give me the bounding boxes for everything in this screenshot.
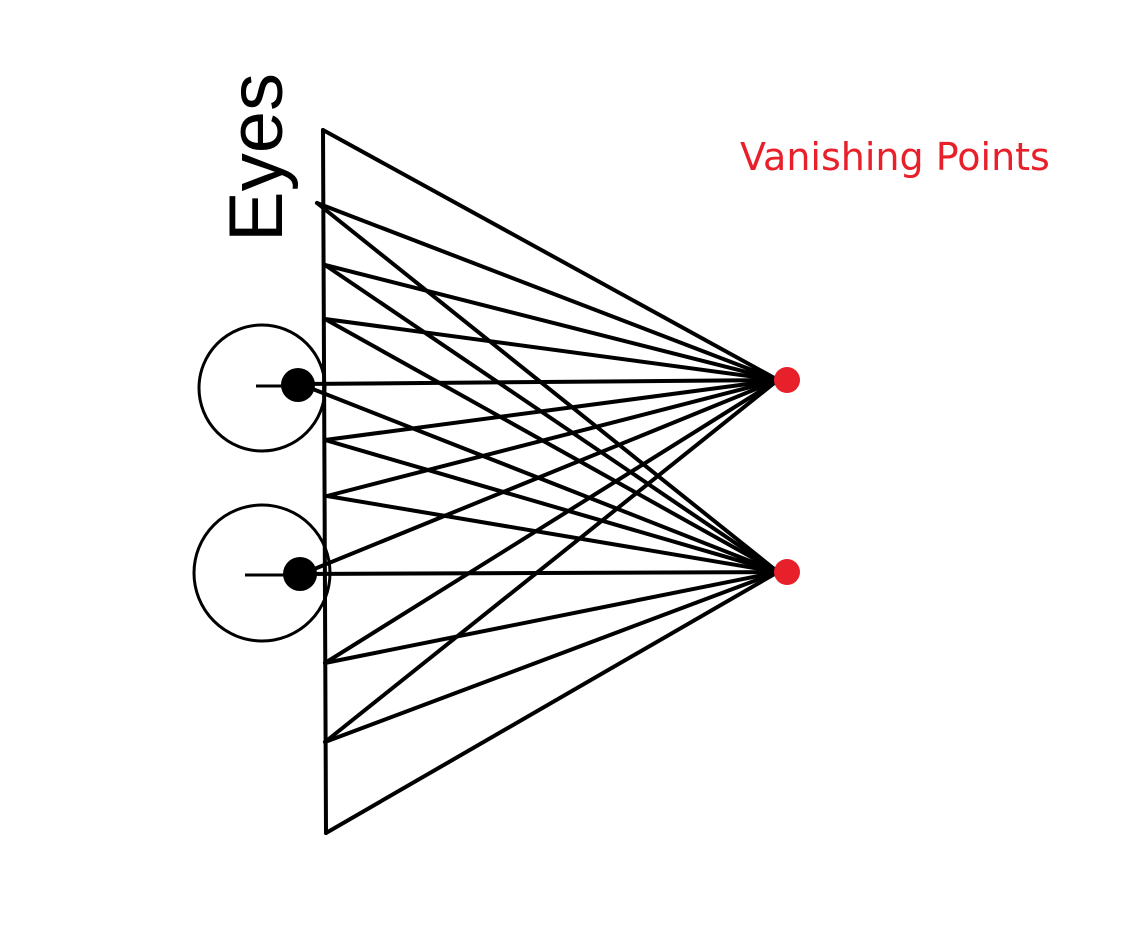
sight-ray: [323, 570, 780, 665]
sight-ray: [324, 570, 780, 835]
sight-ray: [323, 263, 780, 382]
sight-ray: [315, 201, 780, 574]
sight-ray: [300, 570, 780, 576]
sight-ray: [325, 378, 780, 498]
sight-ray: [325, 494, 780, 574]
sight-ray: [323, 378, 780, 665]
sight-ray: [323, 263, 780, 574]
upper-vanishing-point: [774, 367, 800, 393]
lower-vanishing-point: [774, 559, 800, 585]
sight-ray: [323, 317, 780, 382]
picture-plane-line: [321, 128, 328, 835]
vanishing-points-label: Vanishing Points: [740, 135, 1050, 179]
sight-ray: [323, 570, 780, 744]
sight-ray: [323, 378, 780, 744]
sight-ray: [323, 317, 780, 574]
upper-pupil: [281, 368, 315, 402]
sight-ray: [298, 378, 780, 386]
sight-rays: [298, 128, 780, 835]
sight-ray: [323, 438, 780, 574]
sight-ray: [323, 378, 780, 442]
eyes-label: Eyes: [214, 73, 299, 242]
sight-ray: [300, 378, 780, 576]
upper-eye-outline: [197, 323, 327, 453]
lower-pupil: [283, 557, 317, 591]
sight-ray: [315, 201, 780, 382]
sight-ray: [321, 128, 780, 382]
